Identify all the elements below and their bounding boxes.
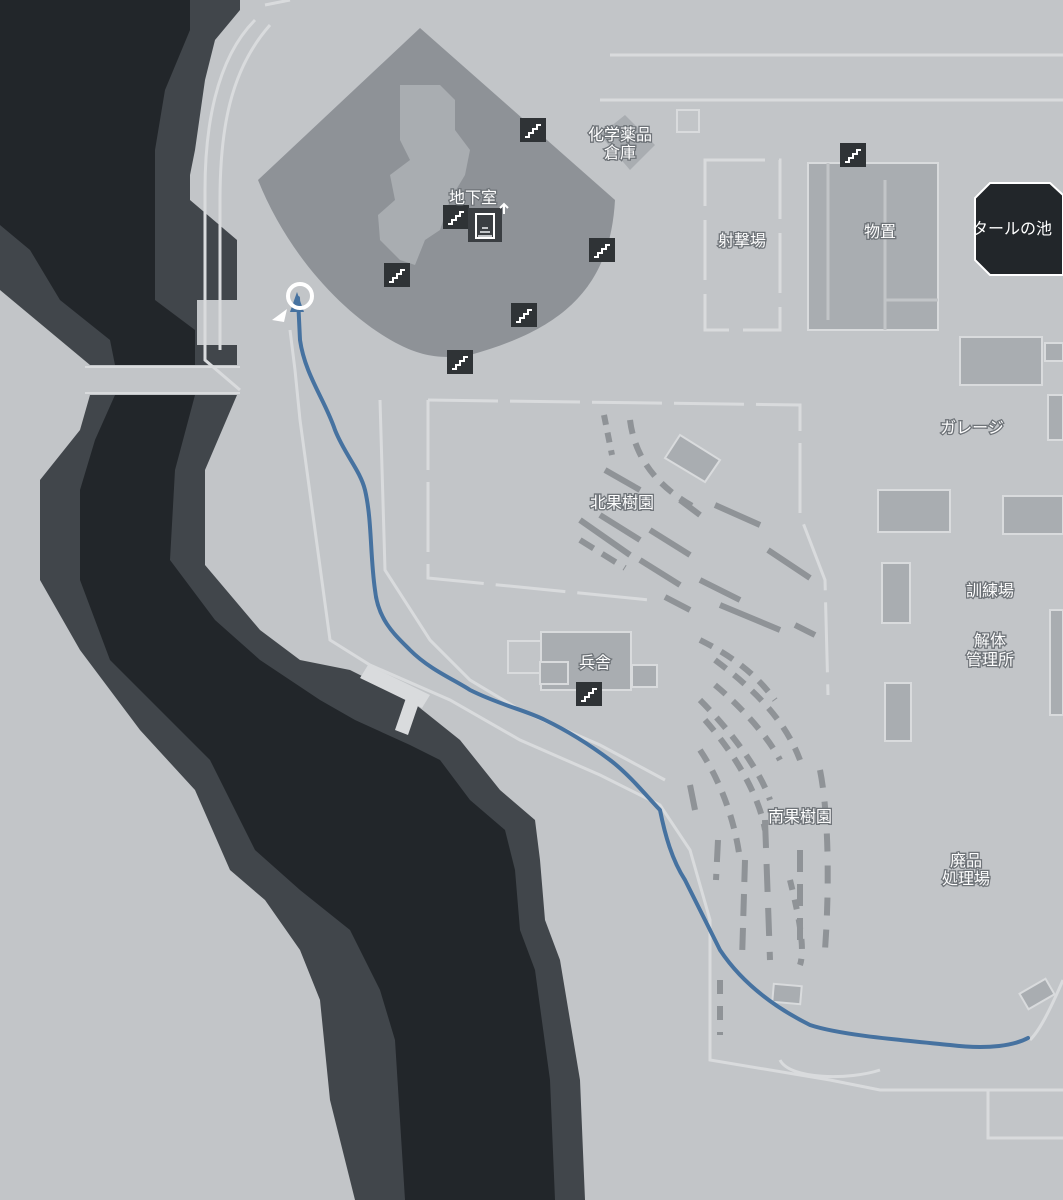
- stairs-icon[interactable]: [447, 350, 473, 374]
- stairs-icon[interactable]: [840, 143, 866, 167]
- label-dismantling-office-1: 解体: [974, 631, 1006, 650]
- basement-entrance-icon[interactable]: [468, 202, 509, 242]
- main-building-inner: [378, 85, 470, 265]
- label-training-ground: 訓練場: [966, 581, 1014, 600]
- south-orchard-area: [687, 637, 1063, 1042]
- direction-arrow-icon: [272, 309, 287, 322]
- label-south-orchard: 南果樹園: [768, 807, 832, 826]
- river-deep: [0, 0, 195, 365]
- label-chemical-storage-1: 化学薬品: [588, 125, 652, 144]
- stairs-icon[interactable]: [520, 118, 546, 142]
- label-tar-pit: タールの池: [972, 219, 1052, 238]
- destination-marker-icon[interactable]: [286, 282, 314, 310]
- stairs-icon[interactable]: [384, 263, 410, 287]
- training-ground-buildings: [881, 562, 1063, 742]
- stairs-icon[interactable]: [511, 303, 537, 327]
- stairs-icon[interactable]: [589, 238, 615, 262]
- pier: [360, 665, 430, 735]
- map-labels: 化学薬品 倉庫 地下室 射撃場 物置 タールの池 ガレージ 北果樹園 兵舎 訓練…: [448, 124, 1052, 890]
- label-shooting-range: 射撃場: [718, 231, 766, 250]
- stairs-icon[interactable]: [443, 205, 469, 229]
- stairs-icon[interactable]: [576, 682, 602, 706]
- route-path: [296, 296, 1030, 1049]
- label-dismantling-office-2: 管理所: [966, 650, 1014, 669]
- label-north-orchard: 北果樹園: [590, 493, 654, 512]
- chemical-storage-hut: [676, 109, 700, 133]
- garage-buildings: [877, 336, 1063, 535]
- tar-pit: [974, 182, 1063, 276]
- river: [0, 0, 585, 1200]
- shooting-range-area: [703, 158, 782, 332]
- label-basement: 地下室: [449, 188, 497, 207]
- label-chemical-storage-2: 倉庫: [604, 143, 636, 162]
- orchard-rows-north: [578, 414, 817, 638]
- chemical-storage-building: [600, 115, 655, 170]
- label-waste-disposal-2: 処理場: [942, 869, 990, 888]
- perimeter-walls: [203, 0, 1063, 1140]
- river-deep-lower: [80, 395, 555, 1200]
- orchard-rows-south: [687, 637, 831, 1035]
- label-waste-disposal-1: 廃品: [950, 851, 982, 870]
- label-barracks: 兵舎: [579, 653, 611, 672]
- label-storehouse: 物置: [864, 222, 896, 241]
- barracks-building: [507, 631, 658, 691]
- storehouse-building: [807, 162, 939, 331]
- stairs-icons: [384, 118, 866, 706]
- north-orchard-area: [426, 398, 830, 696]
- bridge: [85, 367, 240, 393]
- label-garage: ガレージ: [940, 418, 1004, 437]
